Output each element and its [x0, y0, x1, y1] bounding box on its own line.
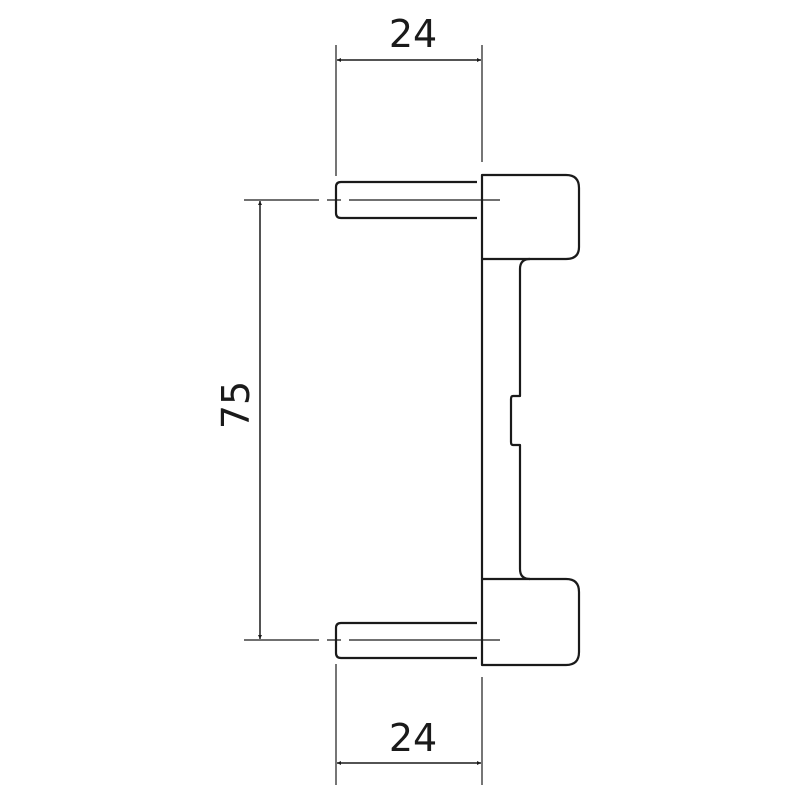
dim-label-top: 24: [389, 12, 437, 56]
dim-label-spacing: 75: [214, 381, 258, 429]
handle-body: [480, 173, 581, 667]
dim-label-bottom: 24: [389, 716, 437, 760]
